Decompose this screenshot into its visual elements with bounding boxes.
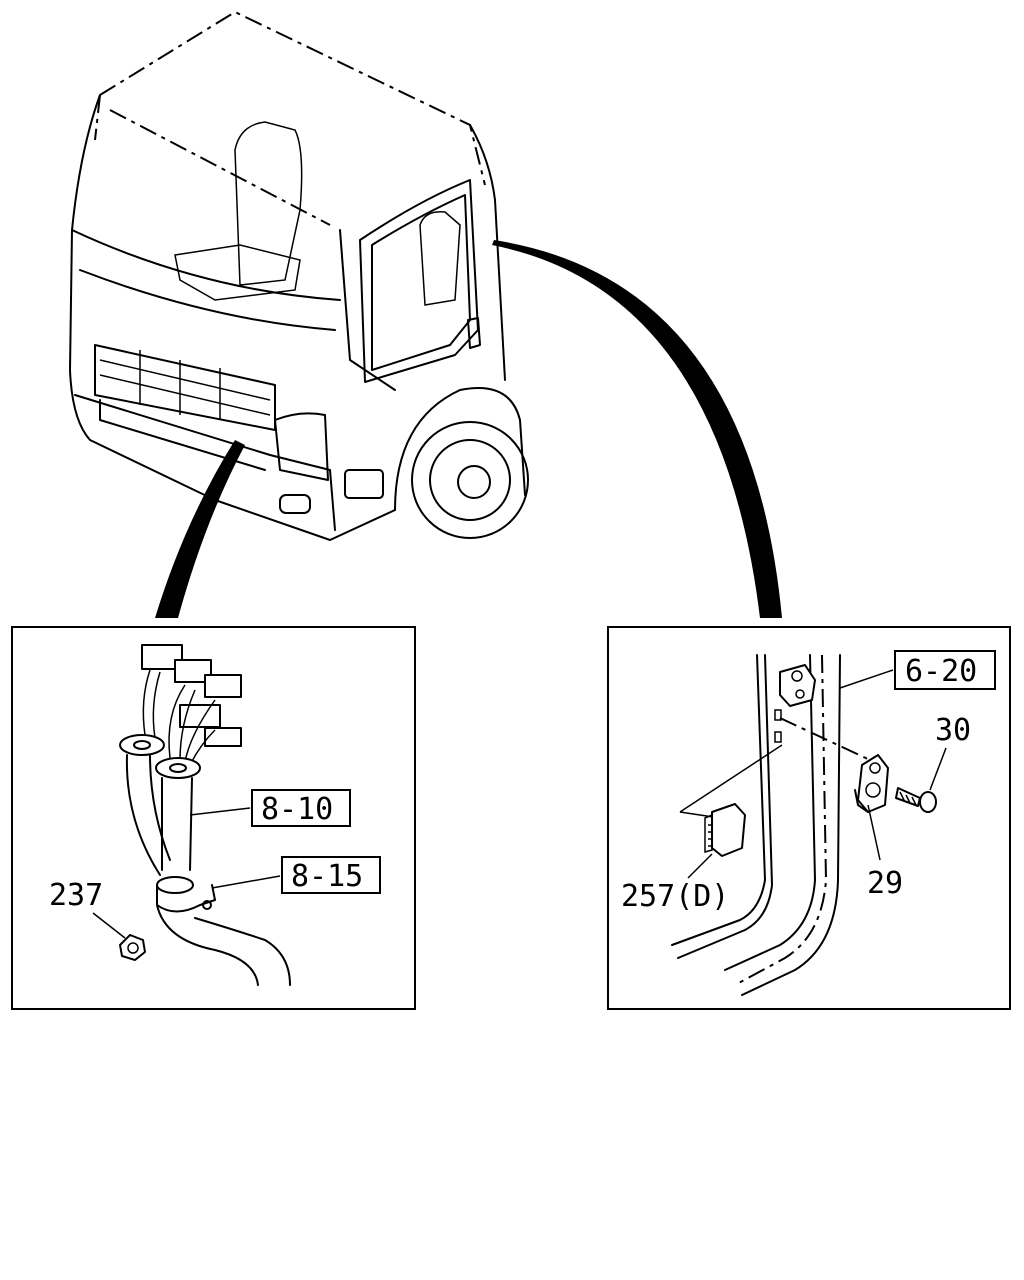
part-number-257d: 257(D): [621, 879, 729, 914]
part-number-237: 237: [49, 878, 103, 913]
right-detail-panel: [607, 626, 1011, 1010]
ref-box-6-20: [894, 650, 996, 690]
door-switch-illustration: [671, 654, 947, 996]
callout-arc-right: [492, 240, 782, 618]
part-number-29: 29: [867, 866, 903, 901]
ref-box-8-10: [251, 789, 351, 827]
ref-label-8-15: 8-15: [291, 859, 363, 894]
truck-cab-illustration: [69, 10, 529, 541]
callout-arc-left: [155, 440, 245, 618]
ref-box-8-15: [281, 856, 381, 894]
left-detail-panel: [11, 626, 416, 1010]
part-number-30: 30: [935, 713, 971, 748]
harness-grommet-illustration: [92, 644, 291, 986]
ref-label-8-10: 8-10: [261, 792, 333, 827]
ref-label-6-20: 6-20: [905, 654, 977, 689]
